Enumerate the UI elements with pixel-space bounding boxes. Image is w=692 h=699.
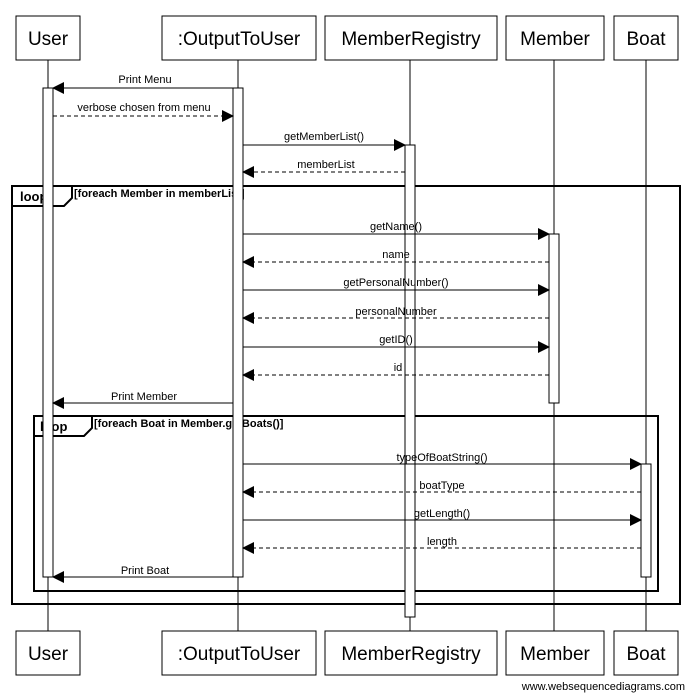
message-get-id: getID()	[243, 334, 550, 353]
message-label: memberList	[297, 159, 354, 171]
svg-text:User: User	[28, 29, 69, 50]
message-get-member-list: getMemberList()	[243, 131, 406, 151]
activation-output	[232, 87, 244, 578]
message-print-boat: Print Boat	[52, 565, 233, 583]
svg-text::OutputToUser: :OutputToUser	[178, 29, 301, 50]
participant-member-top: Member	[505, 15, 605, 61]
activation-member	[548, 233, 560, 404]
message-label: boatType	[419, 480, 464, 492]
participant-user-bottom: User	[15, 630, 81, 676]
svg-text:Member: Member	[520, 29, 590, 50]
message-personal-number-return: personalNumber	[242, 306, 549, 324]
message-verbose-chosen: verbose chosen from menu	[53, 102, 234, 122]
message-name-return: name	[242, 249, 549, 268]
message-label: getID()	[379, 334, 413, 346]
message-label: name	[382, 249, 410, 261]
svg-text::OutputToUser: :OutputToUser	[178, 644, 301, 665]
activation-user	[42, 87, 54, 578]
message-print-menu: Print Menu	[52, 74, 233, 94]
message-label: getLength()	[414, 508, 470, 520]
participant-registry-top: MemberRegistry	[324, 15, 498, 61]
message-id-return: id	[242, 362, 549, 381]
participant-member-bottom: Member	[505, 630, 605, 676]
loop-frame-members: loop [foreach Member in memberList]	[11, 185, 681, 605]
participant-boat-bottom: Boat	[613, 630, 679, 676]
message-label: verbose chosen from menu	[77, 102, 210, 114]
svg-text:MemberRegistry: MemberRegistry	[341, 644, 481, 665]
participant-registry-bottom: MemberRegistry	[324, 630, 498, 676]
message-type-of-boat-string: typeOfBoatString()	[243, 452, 642, 470]
message-label: personalNumber	[355, 306, 437, 318]
svg-text:Member: Member	[520, 644, 590, 665]
activation-boat	[640, 463, 652, 578]
watermark-text: www.websequencediagrams.com	[521, 681, 685, 693]
message-length-return: length	[242, 536, 641, 554]
message-label: Print Menu	[118, 74, 171, 86]
svg-text:MemberRegistry: MemberRegistry	[341, 29, 481, 50]
svg-text:User: User	[28, 644, 69, 665]
participant-user-top: User	[15, 15, 81, 61]
message-boat-type-return: boatType	[242, 480, 641, 498]
message-label: id	[394, 362, 403, 374]
message-label: typeOfBoatString()	[396, 452, 487, 464]
message-print-member: Print Member	[52, 391, 233, 409]
message-label: getName()	[370, 221, 422, 233]
message-get-name: getName()	[243, 221, 550, 240]
message-label: Print Boat	[121, 565, 169, 577]
loop-condition-members: [foreach Member in memberList]	[74, 188, 245, 200]
message-get-length: getLength()	[243, 508, 642, 526]
svg-text:Boat: Boat	[626, 29, 666, 50]
message-label: length	[427, 536, 457, 548]
participant-boat-top: Boat	[613, 15, 679, 61]
message-label: getMemberList()	[284, 131, 364, 143]
svg-text:Boat: Boat	[626, 644, 666, 665]
message-label: getPersonalNumber()	[343, 277, 448, 289]
loop-tag-members: loop	[20, 189, 47, 204]
message-get-personal-number: getPersonalNumber()	[243, 277, 550, 296]
participant-output-top: :OutputToUser	[161, 15, 317, 61]
message-member-list-return: memberList	[242, 159, 405, 178]
message-label: Print Member	[111, 391, 177, 403]
loop-condition-boats: [foreach Boat in Member.getBoats()]	[94, 418, 284, 430]
participant-output-bottom: :OutputToUser	[161, 630, 317, 676]
activation-registry	[404, 144, 416, 618]
